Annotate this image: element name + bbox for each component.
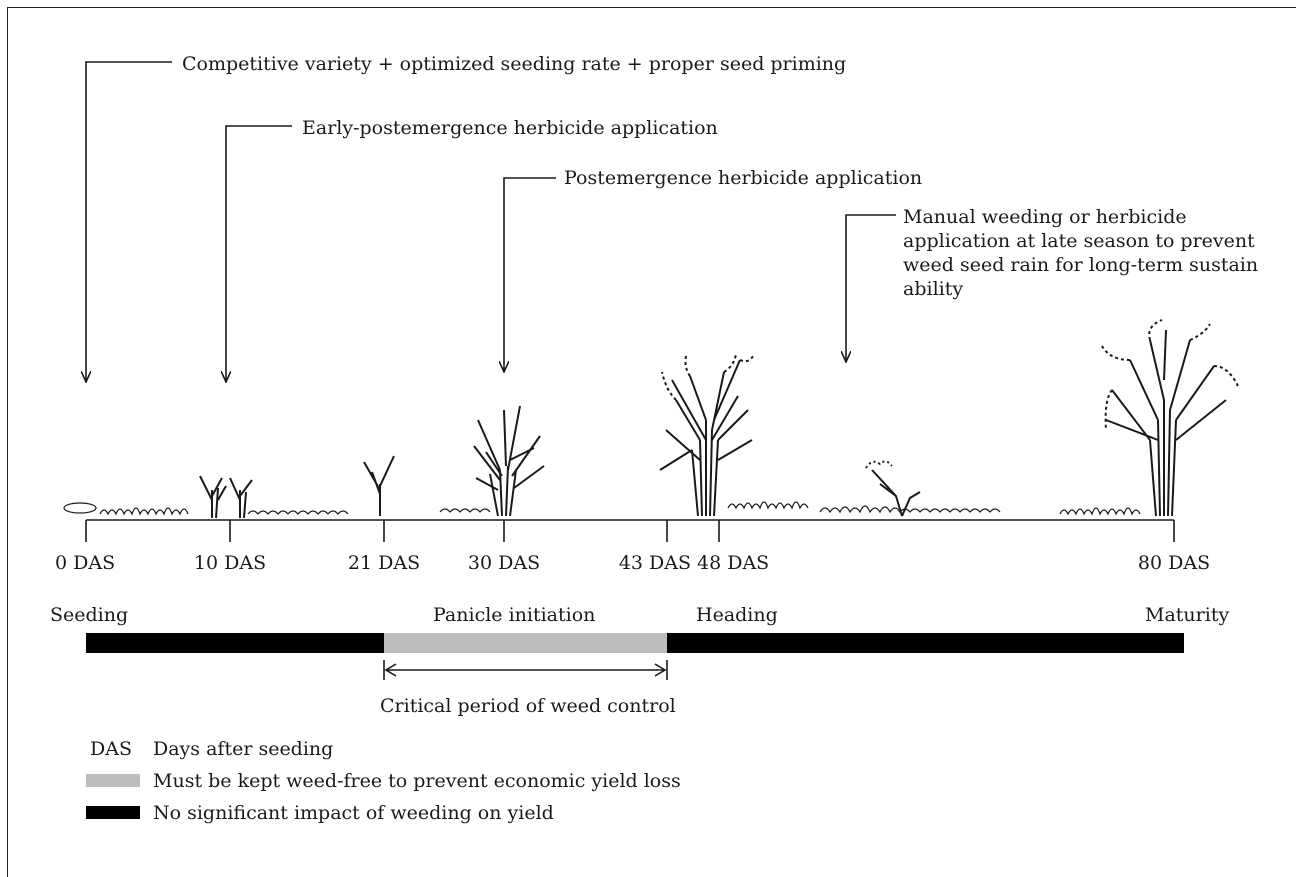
rice-plant-30das [473, 405, 545, 517]
legend-gray-desc: Must be kept weed-free to prevent econom… [153, 770, 681, 792]
tick-label-43: 43 DAS [618, 552, 691, 574]
legend-das-key: DAS [90, 738, 132, 760]
tick-label-80: 80 DAS [1137, 552, 1211, 574]
timeline-ticks [85, 520, 1175, 542]
arrow-a3 [504, 177, 556, 372]
noncritical-bar-early [86, 633, 384, 653]
rice-plant-heading [659, 353, 755, 517]
rice-seedling-10das [199, 475, 253, 519]
arrow-a2 [226, 125, 292, 382]
rice-plant-mature [1101, 319, 1239, 517]
arrow-a4 [846, 214, 896, 362]
annotation-postemergence: Postemergence herbicide application [564, 167, 923, 189]
tick-label-10: 10 DAS [193, 552, 267, 574]
legend-black-desc: No significant impact of weeding on yiel… [153, 802, 554, 824]
legend-swatch-gray [86, 774, 140, 787]
noncritical-bar-late [667, 633, 1184, 653]
tick-label-0: 0 DAS [55, 552, 116, 574]
stage-panicle-initiation: Panicle initiation [433, 604, 596, 626]
tick-label-21: 21 DAS [347, 552, 421, 574]
rice-plant-21das [363, 455, 395, 516]
critical-period-arrow [383, 660, 668, 680]
figure-frame [7, 7, 1296, 877]
tick-label-30: 30 DAS [467, 552, 541, 574]
weed-ground-scribbles [63, 501, 1141, 516]
annotation-early-postemergence: Early-postemergence herbicide applicatio… [302, 117, 718, 139]
weed-plant-late [865, 460, 921, 517]
critical-period-bar [384, 633, 667, 653]
annotation-variety: Competitive variety + optimized seeding … [182, 53, 847, 75]
stage-heading: Heading [696, 604, 778, 626]
arrow-a1 [86, 61, 172, 382]
legend-swatch-black [86, 806, 140, 819]
annotation-late-season: Manual weeding or herbicide application … [903, 206, 1259, 300]
stage-seeding: Seeding [50, 604, 129, 626]
tick-label-48: 48 DAS [697, 552, 770, 574]
legend-das-desc: Days after seeding [153, 738, 334, 760]
stage-maturity: Maturity [1145, 604, 1230, 626]
critical-period-label: Critical period of weed control [380, 695, 676, 717]
